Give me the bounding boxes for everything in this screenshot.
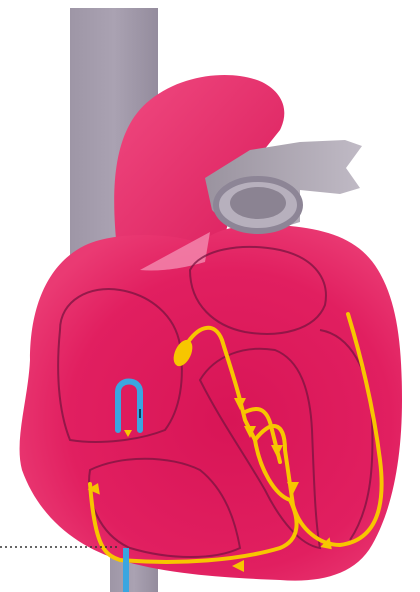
heart-body xyxy=(20,225,402,581)
